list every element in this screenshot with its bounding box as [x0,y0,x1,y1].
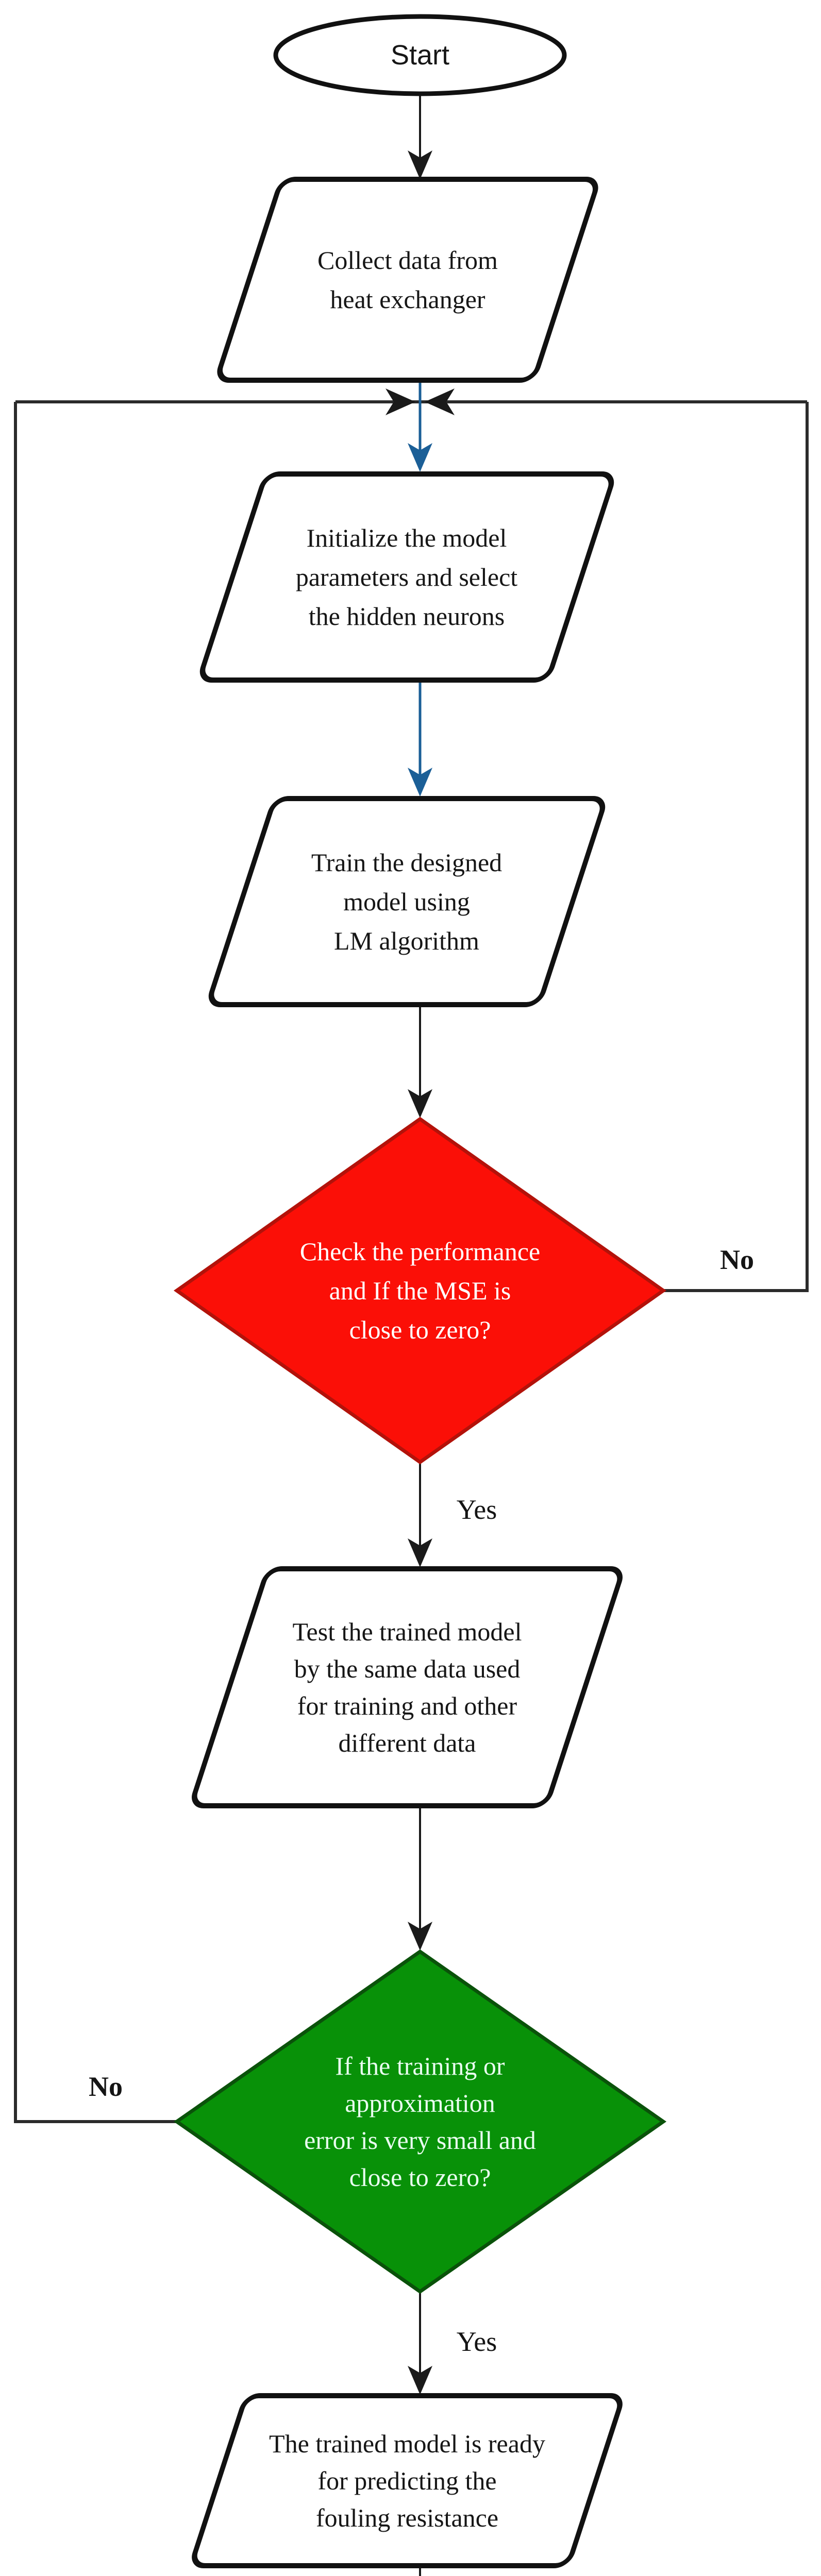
merge-arrowhead-right-icon [386,388,415,415]
ready-line: The trained model is ready [269,2429,545,2458]
mse-no-label: No [720,1244,754,1275]
test-line: different data [338,1728,476,1757]
mse-decision-diamond-shape [173,1116,667,1465]
collect-data-line: heat exchanger [330,285,485,314]
arrowhead-collect-initialize-icon [408,443,432,472]
collect-data-line: Collect data from [317,246,498,275]
mse-decision-line: Check the performance [299,1237,541,1266]
train-line: LM algorithm [334,926,479,955]
merge-arrowhead-left-icon [425,388,455,415]
ready-line: fouling resistance [315,2503,499,2532]
test-parallelogram-shape [192,1566,623,1808]
initialize-parallelogram-shape [199,471,614,683]
arrowhead-error-ready-icon [408,2366,432,2395]
arrowhead-start-collect-icon [408,150,432,179]
test-line: by the same data used [294,1654,521,1683]
mse-decision-line: close to zero? [349,1315,491,1344]
train-line: Train the designed [311,848,502,877]
test-line: for training and other [297,1691,517,1720]
train-line: model using [343,887,470,916]
error-decision-line: approximation [345,2089,495,2117]
arrowhead-train-mse-icon [408,1089,432,1118]
mse-no-loop-line [663,402,809,1292]
collect-data-parallelogram-shape [217,177,598,383]
error-yes-label: Yes [456,2326,497,2357]
initialize-line: the hidden neurons [308,602,505,631]
ready-line: for predicting the [317,2466,497,2495]
mse-yes-label: Yes [456,1494,497,1525]
initialize-text: Initialize the model parameters and sele… [226,474,587,680]
error-decision-text: If the training or approximation error i… [240,1993,600,2250]
ready-text: The trained model is ready for predictin… [201,2396,613,2566]
train-text: Train the designed model using LM algori… [226,799,587,1005]
error-decision-diamond-shape [173,1949,667,2294]
mse-decision-text: Check the performance and If the MSE is … [240,1162,600,1419]
start-label: Start [390,40,450,71]
start-terminator-shape [273,14,567,96]
collect-data-text: Collect data from heat exchanger [227,179,588,380]
ready-parallelogram-shape [192,2393,623,2568]
arrowhead-mse-test-icon [408,1538,432,1567]
error-decision-line: close to zero? [349,2163,491,2192]
test-text: Test the trained model by the same data … [227,1569,588,1806]
arrowhead-initialize-train-icon [408,768,432,796]
train-parallelogram-shape [208,796,606,1007]
error-no-loop-line [14,402,177,2123]
error-decision-line: error is very small and [304,2126,536,2155]
initialize-line: parameters and select [295,563,518,591]
error-decision-line: If the training or [335,2052,505,2080]
initialize-line: Initialize the model [306,523,507,552]
test-line: Test the trained model [292,1617,522,1646]
mse-decision-line: and If the MSE is [329,1276,511,1305]
error-no-label: No [89,2071,123,2102]
arrowhead-test-error-icon [408,1922,432,1951]
